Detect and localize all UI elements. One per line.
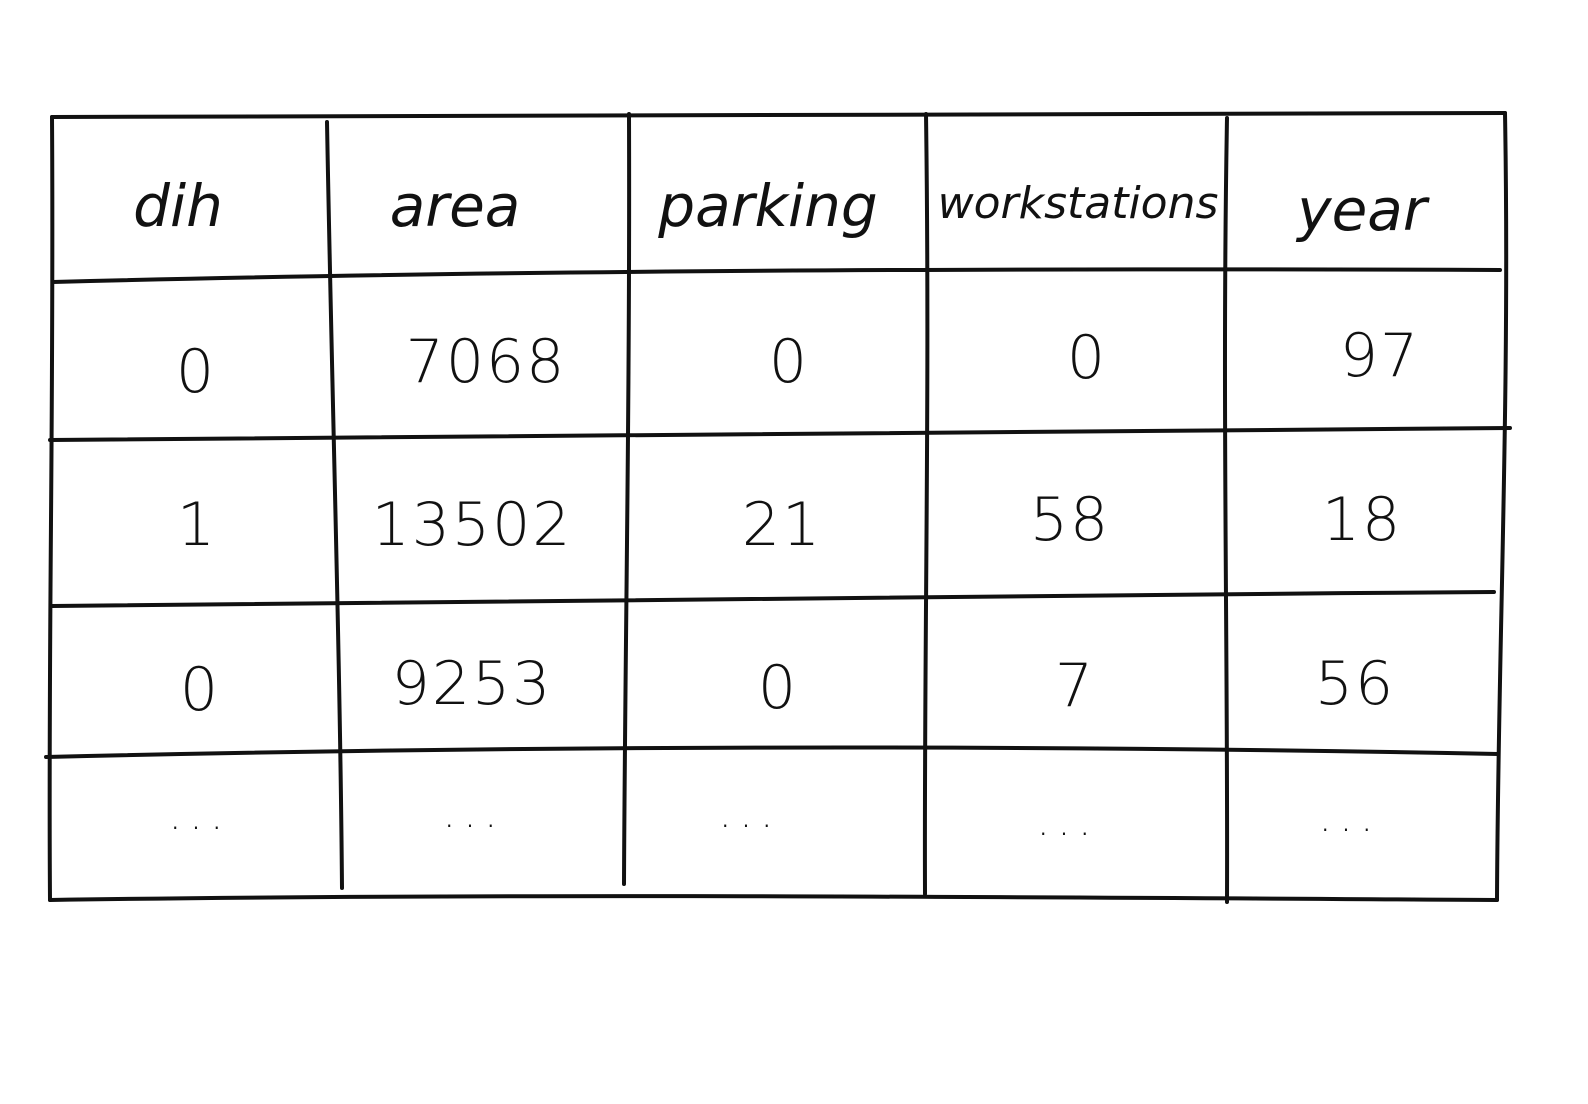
table-cell: 18 <box>1321 485 1403 555</box>
table-cell-ellipsis: ... <box>1318 795 1382 841</box>
column-header-workstations: workstations <box>937 178 1219 229</box>
table-cell: 0 <box>1066 323 1108 393</box>
col-divider-2 <box>622 112 632 886</box>
col-divider-1 <box>325 120 344 890</box>
table-cell-ellipsis: ... <box>442 791 506 837</box>
table-cell: 1 <box>176 490 218 560</box>
col-divider-4 <box>1222 116 1230 904</box>
column-header-year: year <box>1297 176 1427 244</box>
table-cell: 0 <box>768 327 810 397</box>
table-border-bottom <box>48 894 1499 902</box>
column-header-parking: parking <box>658 172 878 240</box>
table-border-right <box>1495 111 1509 902</box>
table-border-top <box>50 109 1507 119</box>
table-cell: 13502 <box>371 490 573 560</box>
table-cell: 56 <box>1314 649 1396 719</box>
table-cell-ellipsis: ... <box>168 793 232 839</box>
table-cell: 21 <box>741 490 823 560</box>
table-border-left <box>47 115 55 902</box>
table-cell-ellipsis: ... <box>1036 799 1100 845</box>
row-divider-3 <box>50 590 1496 608</box>
table-cell: 0 <box>179 655 221 725</box>
table-cell: 9253 <box>391 649 553 719</box>
row-divider-2 <box>48 426 1512 442</box>
table-cell: 58 <box>1029 485 1111 555</box>
table-cell: 0 <box>757 653 799 723</box>
column-header-area: area <box>389 172 521 240</box>
table-cell-ellipsis: ... <box>718 791 782 837</box>
table-cell: 97 <box>1339 321 1421 391</box>
column-header-dih: dih <box>133 172 223 240</box>
row-divider-1 <box>51 267 1502 284</box>
col-divider-3 <box>922 112 930 896</box>
table-cell: 0 <box>175 337 217 407</box>
table-cell: 7068 <box>405 327 567 397</box>
row-divider-4 <box>44 745 1500 759</box>
table-cell: 7 <box>1054 651 1096 721</box>
